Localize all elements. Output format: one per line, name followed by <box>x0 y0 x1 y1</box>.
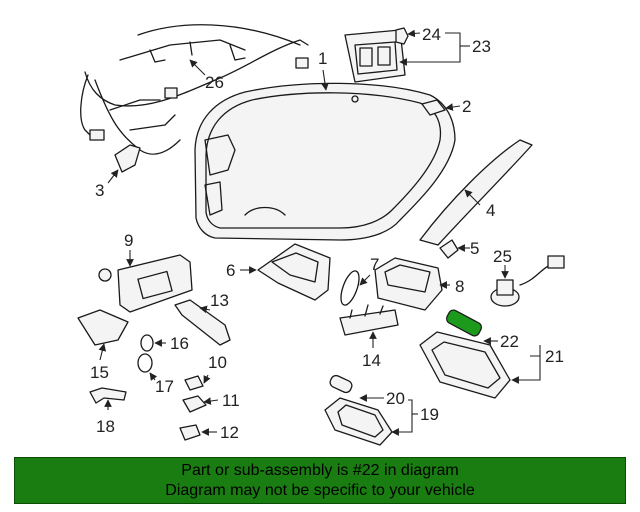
callout-9: 9 <box>124 231 133 250</box>
part-2-bracket <box>421 99 446 116</box>
part-21-dome-lamp <box>419 331 511 399</box>
part-23-console <box>344 29 406 83</box>
callout-8: 8 <box>455 277 464 296</box>
callout-12: 12 <box>220 423 239 442</box>
part-10-clip <box>184 375 204 391</box>
callout-10: 10 <box>208 353 227 372</box>
part-15-visor-mount <box>77 309 129 346</box>
leader-lines <box>98 29 541 436</box>
part-7-seal <box>340 270 360 306</box>
part-11-clip <box>182 395 207 413</box>
callout-23: 23 <box>472 37 491 56</box>
callout-19: 19 <box>420 405 439 424</box>
part-24-clip <box>395 27 409 45</box>
part-13-grab-handle <box>174 299 231 346</box>
callout-13: 13 <box>210 291 229 310</box>
banner-line-2: Diagram may not be specific to your vehi… <box>165 482 475 499</box>
callout-15: 15 <box>90 363 109 382</box>
callout-26: 26 <box>205 73 224 92</box>
callout-22: 22 <box>500 332 519 351</box>
callout-5: 5 <box>470 239 479 258</box>
callout-2: 2 <box>462 97 471 116</box>
callout-4: 4 <box>486 201 495 220</box>
parts-diagram: 1 24 23 2 26 3 4 9 5 6 7 8 25 13 22 16 1… <box>77 24 565 446</box>
part-19-lamp-housing <box>324 397 393 446</box>
callout-25: 25 <box>493 247 512 266</box>
callout-18: 18 <box>96 417 115 436</box>
callout-3: 3 <box>95 181 104 200</box>
part-5-cap <box>439 239 459 259</box>
part-26-wiring-harness <box>80 24 309 155</box>
part-6-bracket <box>257 243 331 301</box>
part-3-clip <box>114 144 141 173</box>
callout-21: 21 <box>545 347 564 366</box>
callout-1: 1 <box>318 49 327 68</box>
callout-11: 11 <box>222 391 240 410</box>
callout-14: 14 <box>362 351 381 370</box>
callout-16: 16 <box>170 334 189 353</box>
callout-20: 20 <box>386 389 405 408</box>
part-1-headliner <box>194 82 456 241</box>
part-14-bracket <box>339 304 399 336</box>
part-22-highlighted <box>445 309 483 337</box>
part-17-ring <box>137 353 153 373</box>
callout-17: 17 <box>155 377 174 396</box>
banner-line-1: Part or sub-assembly is #22 in diagram <box>181 462 459 479</box>
callout-7: 7 <box>370 255 379 274</box>
part-16-ring <box>140 334 154 352</box>
part-8-housing <box>374 257 443 311</box>
part-18-grab-handle <box>89 387 127 404</box>
callout-labels: 1 24 23 2 26 3 4 9 5 6 7 8 25 13 22 16 1… <box>90 25 564 442</box>
part-9-sun-visor <box>98 254 193 313</box>
part-20-bulb <box>329 374 353 394</box>
callout-6: 6 <box>226 261 235 280</box>
part-12-clip <box>179 424 201 441</box>
vehicle-fit-banner: Part or sub-assembly is #22 in diagram D… <box>14 457 626 504</box>
part-4-pillar-trim <box>419 139 533 246</box>
part-25-lamp <box>490 255 565 307</box>
callout-24: 24 <box>422 25 441 44</box>
